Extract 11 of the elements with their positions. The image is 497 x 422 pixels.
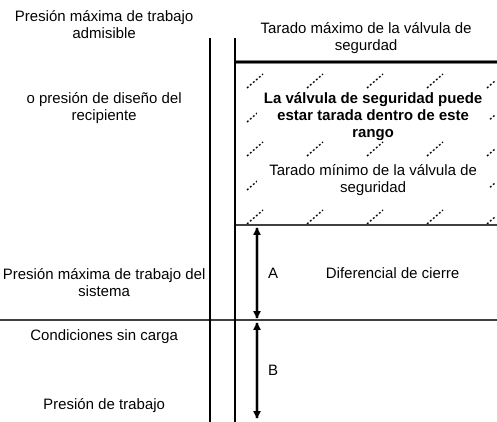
dimension-letter: B bbox=[266, 362, 279, 379]
level-label: Condiciones sin carga bbox=[29, 327, 179, 344]
level-label: Presión máxima de trabajo admisible bbox=[14, 8, 194, 42]
range-label: Diferencial de cierre bbox=[324, 265, 460, 282]
level-label: Presión máxima de trabajo del sistema bbox=[2, 266, 206, 300]
level-label: o presión de diseño del recipiente bbox=[25, 90, 183, 124]
range-note: La válvula de seguridad puede estar tarada dentro de este rango bbox=[257, 90, 489, 141]
level-label: Tarado máximo de la válvula de segurdad bbox=[260, 20, 472, 54]
level-label: Tarado mínimo de la válvula de seguridad bbox=[257, 162, 489, 196]
level-label: Presión de trabajo bbox=[42, 396, 166, 413]
dimension-letter: A bbox=[266, 265, 279, 282]
